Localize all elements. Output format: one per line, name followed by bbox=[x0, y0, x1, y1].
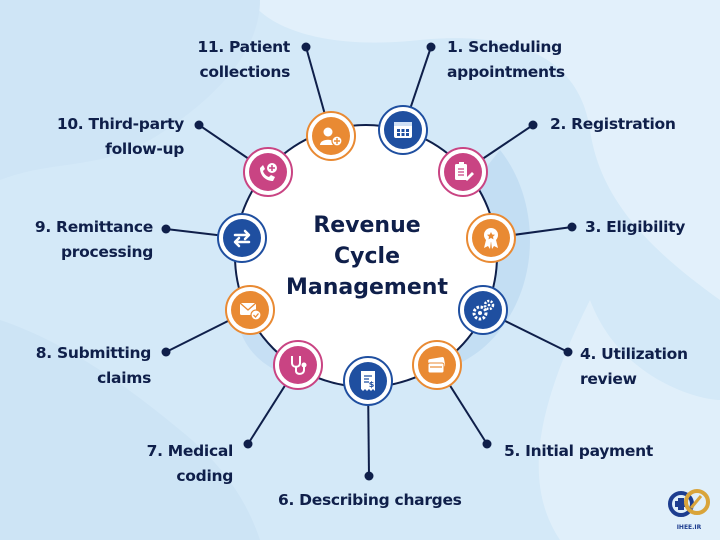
clipboard-edit-icon bbox=[455, 162, 474, 181]
gears-icon bbox=[472, 299, 495, 321]
diagram-title: Revenue Cycle Management bbox=[262, 210, 472, 303]
step-6-dot bbox=[364, 471, 374, 481]
step-9-label: 9. Remittance processing bbox=[35, 215, 153, 265]
title-line-2: Cycle bbox=[334, 244, 400, 269]
step-11-dot bbox=[301, 42, 311, 52]
title-line-3: Management bbox=[286, 275, 448, 300]
award-ribbon-icon bbox=[484, 228, 498, 249]
step-11-node bbox=[306, 111, 356, 161]
step-11-label: 11. Patient collections bbox=[197, 35, 290, 85]
step-1-title: 1. Scheduling bbox=[447, 38, 562, 56]
title-line-1: Revenue bbox=[313, 213, 421, 238]
step-10-dot bbox=[194, 120, 204, 130]
svg-text:$: $ bbox=[369, 380, 375, 389]
step-5-title: 5. Initial payment bbox=[504, 442, 653, 460]
step-7-subtitle: coding bbox=[176, 467, 233, 485]
step-9-title: 9. Remittance bbox=[34, 218, 153, 236]
user-plus-icon bbox=[320, 127, 343, 147]
swap-arrows-icon bbox=[233, 229, 251, 248]
step-11-subtitle: collections bbox=[199, 63, 291, 81]
logo-text: IHEE.IR bbox=[676, 524, 702, 531]
step-5-label: 5. Initial payment bbox=[504, 439, 653, 464]
step-11-title: 11. Patient bbox=[197, 38, 290, 56]
step-2-node bbox=[438, 147, 488, 197]
step-4-dot bbox=[563, 347, 573, 357]
step-6-label: 6. Describing charges bbox=[278, 488, 462, 513]
step-4-node bbox=[458, 285, 508, 335]
step-10-subtitle: follow-up bbox=[105, 140, 184, 158]
step-10-label: 10. Third-party follow-up bbox=[57, 112, 184, 162]
step-3-label: 3. Eligibility bbox=[585, 215, 685, 240]
stethoscope-icon bbox=[291, 356, 307, 375]
step-4-subtitle: review bbox=[580, 370, 637, 388]
envelope-check-icon bbox=[239, 302, 262, 321]
phone-plus-icon bbox=[260, 163, 277, 181]
step-3-node bbox=[466, 213, 516, 263]
step-8-label: 8. Submitting claims bbox=[35, 341, 152, 391]
step-9-dot bbox=[161, 224, 171, 234]
step-7-dot bbox=[243, 439, 253, 449]
step-9-subtitle: processing bbox=[61, 243, 153, 261]
step-4-label: 4. Utilization review bbox=[580, 342, 688, 392]
step-1-dot bbox=[426, 42, 436, 52]
step-2-label: 2. Registration bbox=[550, 112, 676, 137]
step-9-node bbox=[217, 213, 267, 263]
step-2-title: 2. Registration bbox=[550, 115, 676, 133]
step-8-subtitle: claims bbox=[97, 369, 151, 387]
step-8-node bbox=[225, 285, 275, 335]
step-8-title: 8. Submitting bbox=[35, 344, 152, 362]
logo-mark-icon bbox=[668, 489, 710, 517]
step-2-dot bbox=[528, 120, 538, 130]
step-3-title: 3. Eligibility bbox=[585, 218, 686, 236]
step-1-node bbox=[378, 105, 428, 155]
step-6-node: $ bbox=[343, 356, 393, 406]
step-6-title: 6. Describing charges bbox=[278, 491, 462, 509]
ihee-logo: IHEE.IR bbox=[664, 486, 714, 538]
receipt-dollar-icon: $ bbox=[361, 371, 375, 391]
step-10-title: 10. Third-party bbox=[56, 115, 184, 133]
step-10-node bbox=[243, 147, 293, 197]
credit-cards-icon bbox=[427, 357, 446, 374]
step-1-label: 1. Scheduling appointments bbox=[447, 35, 565, 85]
step-1-subtitle: appointments bbox=[447, 63, 565, 81]
step-7-title: 7. Medical bbox=[146, 442, 234, 460]
calendar-icon bbox=[394, 122, 412, 138]
step-7-label: 7. Medical coding bbox=[146, 439, 234, 489]
step-5-node bbox=[412, 340, 462, 390]
step-8-dot bbox=[161, 347, 171, 357]
step-3-dot bbox=[567, 222, 577, 232]
step-4-title: 4. Utilization bbox=[580, 345, 688, 363]
step-5-dot bbox=[482, 439, 492, 449]
step-7-node bbox=[273, 340, 323, 390]
